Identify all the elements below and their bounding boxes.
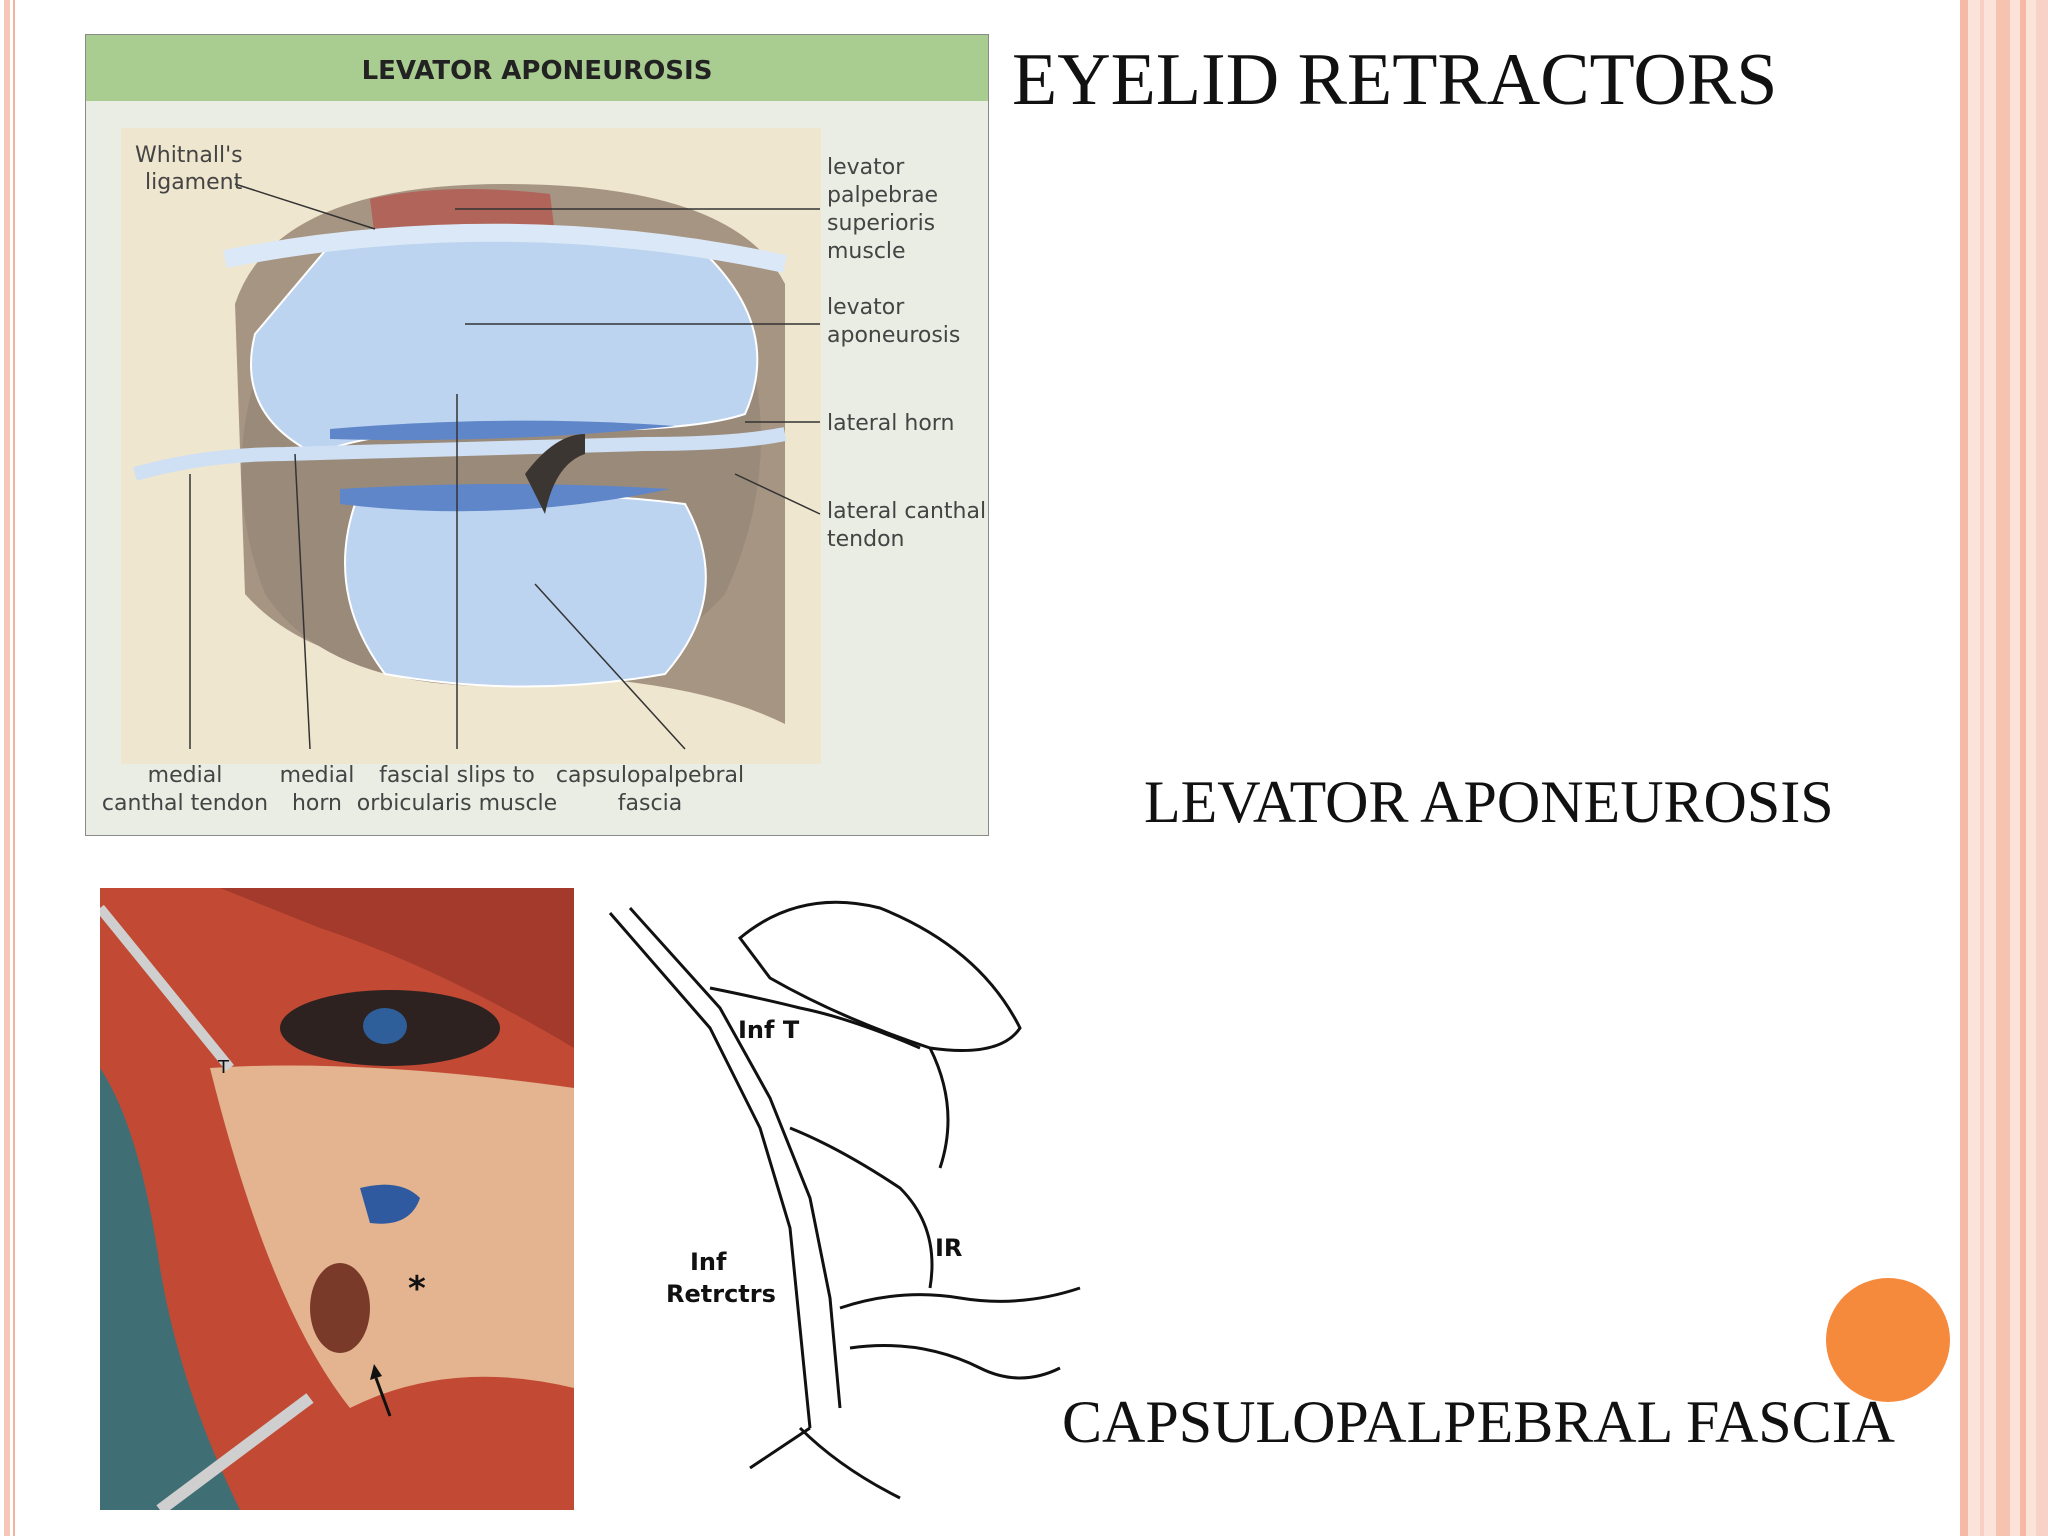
- label-mct-2: canthal tendon: [102, 791, 268, 816]
- sketch-label-inf: Inf: [690, 1248, 727, 1276]
- label-lps-2: palpebrae: [827, 183, 938, 208]
- globe-shadow: [525, 434, 585, 514]
- retractors-sketch: Inf T IR Inf Retrctrs: [600, 868, 1110, 1528]
- sketch-background: [600, 868, 1110, 1528]
- caption-levator-aponeurosis: LEVATOR APONEUROSIS: [1144, 769, 1834, 835]
- accent-dot: [1826, 1278, 1950, 1402]
- left-border-decoration: [0, 0, 20, 1536]
- label-mh-2: horn: [292, 791, 342, 816]
- sketch-lines: [608, 900, 1081, 1500]
- exposed-fascia: [210, 1065, 574, 1408]
- sketch-label-retrctrs: Retrctrs: [666, 1280, 776, 1308]
- tissue-opening: [310, 1263, 370, 1353]
- surgical-drape: [100, 1068, 240, 1510]
- label-lateral-horn: lateral horn: [827, 411, 954, 436]
- right-border-stripe: [1996, 0, 2010, 1536]
- arrow-icon: [370, 1364, 382, 1380]
- label-apo-1: levator: [827, 295, 905, 320]
- label-lps-4: muscle: [827, 239, 906, 264]
- right-border-decoration: [1960, 0, 2048, 1536]
- upper-tarsus: [330, 420, 675, 441]
- photo-marker-star: *: [408, 1269, 426, 1309]
- diagram-header-bar: [86, 35, 988, 101]
- label-lct-2: tendon: [827, 527, 904, 552]
- label-lps-3: superioris: [827, 211, 935, 236]
- blue-marker-ink: [360, 1184, 420, 1224]
- right-border-stripe: [1980, 0, 1984, 1536]
- label-mct-1: medial: [148, 763, 223, 788]
- upper-lid-tissue: [220, 888, 574, 1048]
- diagram-header: LEVATOR APONEUROSIS: [362, 56, 713, 86]
- left-border-stripe: [4, 0, 10, 1536]
- left-border-stripe: [13, 0, 15, 1536]
- right-border-stripe: [1960, 0, 1968, 1536]
- slide-title: EYELID RETRACTORS: [1012, 39, 1778, 121]
- whitnall-ligament: [223, 223, 787, 273]
- forceps-upper: [100, 904, 234, 1072]
- levator-aponeurosis-diagram: LEVATOR APONEUROSIS Whitnall's ligament …: [85, 34, 989, 836]
- canthal-tendon-band: [133, 427, 787, 481]
- sketch-label-inf-t: Inf T: [738, 1016, 800, 1044]
- label-fs-2: orbicularis muscle: [357, 791, 557, 816]
- right-border-stripe: [2036, 0, 2048, 1536]
- sketch-label-ir: IR: [935, 1234, 962, 1262]
- label-fs-1: fascial slips to: [379, 763, 535, 788]
- arrow-shaft: [374, 1377, 392, 1417]
- capsulopalpebral-fascia-sheet: [344, 493, 707, 688]
- label-apo-2: aponeurosis: [827, 323, 960, 348]
- forceps-lower: [156, 1393, 314, 1510]
- label-whitnall-1: Whitnall's: [135, 143, 243, 168]
- label-cpf-2: fascia: [618, 791, 682, 816]
- caption-capsulopalpebral-fascia: CAPSULOPALPEBRAL FASCIA: [1062, 1389, 1895, 1455]
- label-lps-1: levator: [827, 155, 905, 180]
- label-mh-1: medial: [280, 763, 355, 788]
- leader-lines: [189, 183, 821, 750]
- label-whitnall-2: ligament: [145, 170, 243, 195]
- surgical-photo: T *: [100, 888, 574, 1510]
- right-border-stripe: [2020, 0, 2026, 1536]
- photo-marker-t: T: [217, 1057, 230, 1078]
- iris: [363, 1008, 407, 1044]
- lower-tarsus: [340, 484, 670, 512]
- levator-aponeurosis-sheet: [250, 226, 759, 456]
- label-lct-1: lateral canthal: [827, 499, 986, 524]
- label-cpf-1: capsulopalpebral: [556, 763, 744, 788]
